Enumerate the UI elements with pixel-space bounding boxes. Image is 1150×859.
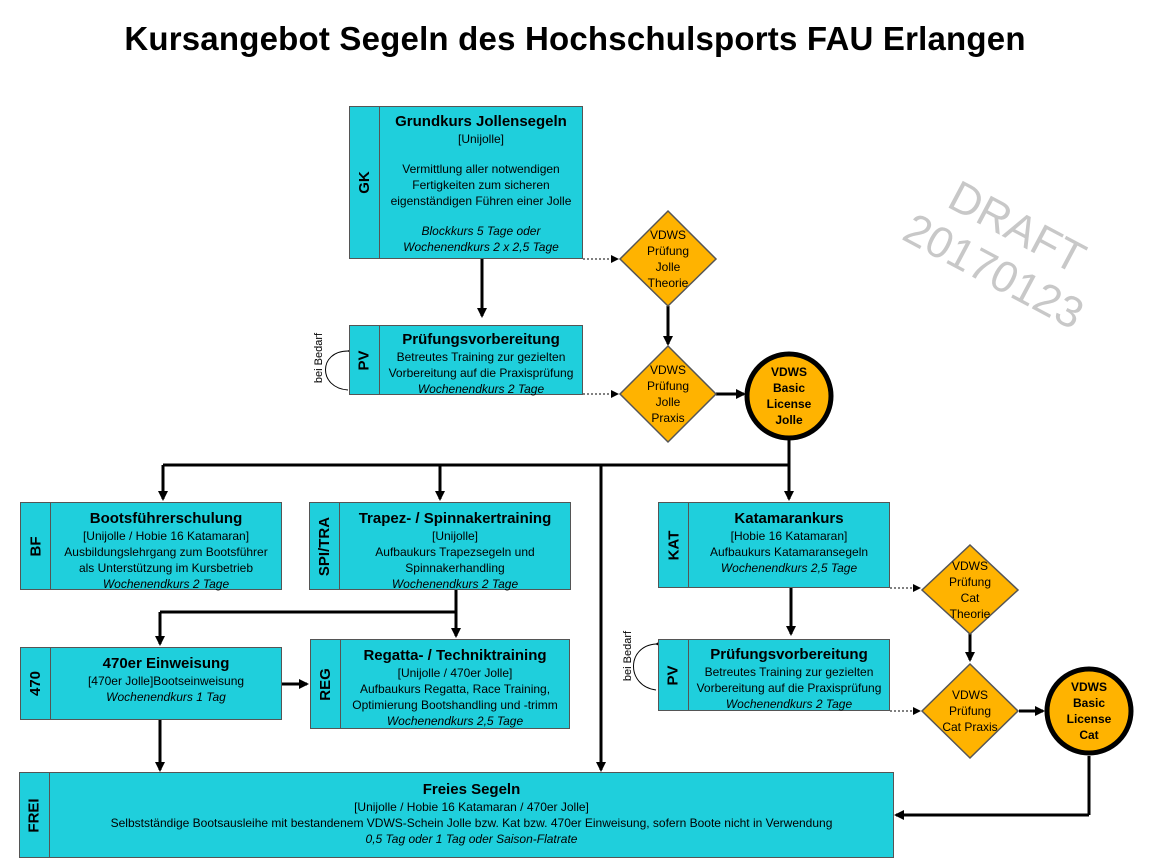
box-pruefungsvorbereitung-cat: PV Prüfungsvorbereitung Betreutes Traini… xyxy=(658,639,890,711)
diamond-label-jolle-praxis: VDWS Prüfung Jolle Praxis xyxy=(646,363,690,425)
box-title: Katamarankurs xyxy=(734,510,844,527)
diamond-cat-theorie xyxy=(920,543,1020,636)
side-note-pv2: bei Bedarf xyxy=(622,630,634,682)
box-title: 470er Einweisung xyxy=(102,655,230,672)
circle-license-cat xyxy=(1044,666,1134,756)
page-title: Kursangebot Segeln des Hochschulsports F… xyxy=(124,20,1026,57)
box-title: Bootsführerschulung xyxy=(89,510,243,527)
box-code-tab: REG xyxy=(311,640,341,728)
box-title: Prüfungsvorbereitung xyxy=(402,331,560,348)
box-code-tab: FREI xyxy=(20,773,50,857)
box-code-tab: KAT xyxy=(659,503,689,587)
box-pruefungsvorbereitung-jolle: PV Prüfungsvorbereitung Betreutes Traini… xyxy=(349,325,583,396)
box-title: Prüfungsvorbereitung xyxy=(710,646,868,663)
circle-label-license-cat: VDWS Basic License Cat xyxy=(1066,680,1112,742)
box-code-tab: PV xyxy=(350,326,380,394)
diamond-jolle-praxis xyxy=(618,344,718,444)
box-title: Freies Segeln xyxy=(422,781,521,798)
box-regatta-techniktraining: REG Regatta- / Techniktraining [Unijolle… xyxy=(310,639,570,729)
box-code-tab: BF xyxy=(21,503,51,589)
box-grundkurs: GK Grundkurs Jollensegeln [Unijolle] Ver… xyxy=(349,106,583,259)
box-bootsfuehrerschulung: BF Bootsführerschulung [Unijolle / Hobie… xyxy=(20,502,282,591)
box-code-tab: PV xyxy=(659,640,689,710)
box-code-tab: SPI/TRA xyxy=(310,503,340,589)
box-code-tab: 470 xyxy=(21,648,51,719)
box-trapez-spinnakertraining: SPI/TRA Trapez- / Spinnakertraining [Uni… xyxy=(309,502,571,591)
side-note-pv1: bei Bedarf xyxy=(313,332,325,384)
box-katamarankurs: KAT Katamarankurs [Hobie 16 Katamaran] A… xyxy=(658,502,890,588)
box-freies-segeln: FREI Freies Segeln [Unijolle / Hobie 16 … xyxy=(19,772,894,858)
diamond-label-cat-theorie: VDWS Prüfung Cat Theorie xyxy=(948,559,992,621)
circle-label-license-jolle: VDWS Basic License Jolle xyxy=(766,365,812,427)
diamond-jolle-theorie xyxy=(618,209,718,308)
box-470er-einweisung: 470 470er Einweisung [470er Jolle]Bootse… xyxy=(20,647,282,720)
circle-license-jolle xyxy=(744,351,834,441)
box-title: Trapez- / Spinnakertraining xyxy=(358,510,552,527)
diamond-label-cat-praxis: VDWS Prüfung Cat Praxis xyxy=(942,688,998,734)
box-title: Grundkurs Jollensegeln xyxy=(395,113,567,130)
diamond-cat-praxis xyxy=(920,662,1020,760)
diamond-label-jolle-theorie: VDWS Prüfung Jolle Theorie xyxy=(646,228,690,290)
box-title: Regatta- / Techniktraining xyxy=(363,647,547,664)
box-code-tab: GK xyxy=(350,107,380,258)
